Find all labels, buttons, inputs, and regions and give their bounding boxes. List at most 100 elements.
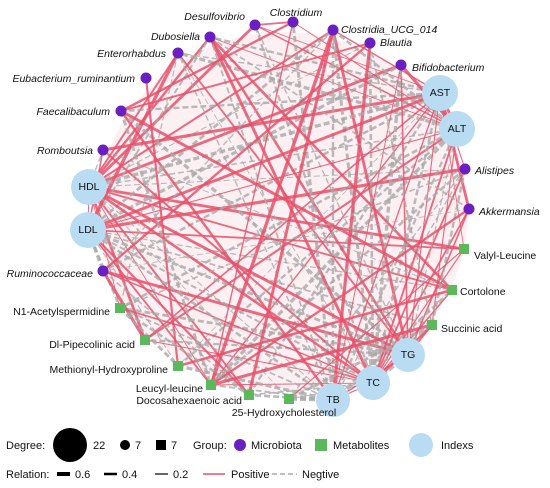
positive-edge — [102, 91, 441, 152]
negative-edge — [120, 91, 441, 113]
metabolite-label-hydroxycholesterol: 25-Hydroxycholesterol — [232, 407, 336, 419]
microbiota-label-blautia: Blautia — [380, 37, 412, 49]
negative-edge — [102, 91, 441, 273]
microbiota-label-akkermansia: Akkermansia — [478, 206, 540, 218]
negative-edge — [87, 228, 334, 402]
metabolite-label-docosahexaenoic_acid: Docosahexaenoic acid — [136, 395, 242, 407]
negative-edge — [119, 52, 179, 309]
negative-edge — [88, 91, 441, 189]
index-label-hdl: HDL — [78, 181, 99, 193]
metabolite-node-leucyl_leucine — [206, 380, 216, 390]
metabolite-node-succinic_acid — [427, 320, 437, 330]
microbiota-node-eubacterium — [140, 72, 152, 84]
positive-edge — [332, 64, 402, 401]
negative-edge — [210, 168, 466, 386]
negative-edge — [332, 168, 466, 401]
positive-edge — [332, 92, 441, 401]
legend-degree-square — [156, 440, 166, 450]
index-label-tg: TG — [401, 349, 416, 361]
metabolite-node-hydroxycholesterol — [284, 394, 294, 404]
microbiota-label-romboutsia: Romboutsia — [37, 145, 93, 157]
negative-edge — [87, 228, 409, 357]
microbiota-node-faecalibaculum — [115, 105, 127, 117]
positive-edge — [86, 52, 180, 231]
index-label-tb: TB — [326, 394, 339, 406]
positive-edge — [120, 20, 294, 113]
legend: Degree: 22 7 7 Group: Microbiota Metabol… — [6, 428, 474, 481]
index-node-tc — [356, 366, 390, 400]
legend-relation-value-2: 0.2 — [173, 469, 188, 481]
positive-edge — [254, 24, 441, 94]
legend-negative-label: Negtive — [302, 469, 339, 481]
index-node-ast — [422, 75, 458, 111]
index-node-tb — [316, 383, 350, 417]
legend-degree-value-square: 7 — [171, 440, 177, 452]
positive-edge — [292, 21, 458, 130]
negative-edge — [102, 208, 470, 272]
negative-edge — [119, 110, 213, 386]
negative-edge — [209, 127, 459, 387]
negative-edge — [288, 397, 334, 402]
legend-degree-value-circle: 7 — [135, 440, 141, 452]
negative-edge — [368, 42, 375, 384]
metabolite-label-succinic_acid: Succinic acid — [441, 323, 502, 335]
negative-edge — [369, 42, 433, 326]
legend-degree-label: Degree: — [6, 440, 45, 452]
positive-edge — [288, 248, 465, 400]
metabolite-label-methionyl_hydroxyproline: Methionyl-Hydroxyproline — [50, 364, 169, 376]
index-label-ast: AST — [430, 87, 451, 99]
microbiota-node-akkermansia — [463, 203, 475, 215]
microbiota-label-clostridia_ucg_014: Clostridia_UCG_014 — [341, 24, 437, 36]
microbiota-node-blautia — [364, 37, 376, 49]
negative-edge — [254, 24, 409, 356]
metabolite-label-valyl_leucine: Valyl-Leucine — [474, 250, 536, 262]
microbiota-label-faecalibaculum: Faecalibaculum — [36, 106, 110, 118]
positive-edge — [372, 248, 465, 384]
metabolite-node-n1_acetylspermidine — [115, 303, 125, 313]
negative-edge — [102, 29, 334, 272]
microbiota-node-ruminococcaceae — [97, 265, 109, 277]
negative-edge — [331, 29, 375, 384]
positive-edge — [332, 29, 441, 94]
microbiota-label-desulfovibrio: Desulfovibrio — [184, 11, 245, 23]
legend-indexs-label: Indexs — [441, 440, 474, 452]
metabolite-label-n1_acetylspermidine: N1-Acetylspermidine — [13, 306, 110, 318]
microbiota-label-bifidobacterium: Bifidobacterium — [412, 62, 485, 74]
negative-edge — [144, 338, 409, 357]
positive-edge — [87, 91, 441, 232]
index-node-ldl — [70, 212, 106, 248]
negative-edge — [88, 128, 458, 188]
positive-edge — [247, 29, 335, 396]
negative-edge — [331, 128, 459, 401]
legend-degree-value-large: 22 — [93, 440, 105, 452]
index-node-hdl — [71, 169, 107, 205]
legend-positive-label: Positive — [231, 469, 270, 481]
metabolite-node-cortolone — [447, 285, 457, 295]
microbiota-node-alistipes — [459, 163, 471, 175]
negative-edge — [332, 324, 433, 401]
positive-edge — [209, 29, 335, 386]
positive-edge — [177, 288, 453, 368]
legend-microbiota-marker — [234, 439, 246, 451]
positive-edge — [87, 229, 212, 386]
negative-edge — [119, 168, 466, 309]
index-label-alt: ALT — [448, 123, 467, 135]
legend-metabolites-label: Metabolites — [333, 440, 390, 452]
microbiota-node-clostridium — [287, 16, 299, 28]
microbiota-node-dubosiella — [204, 31, 216, 43]
microbiota-node-enterorhabdus — [172, 47, 184, 59]
microbiota-node-clostridia_ucg_014 — [327, 24, 339, 36]
metabolite-node-dl_pipecolinic_acid — [140, 335, 150, 345]
positive-edge — [87, 229, 250, 396]
microbiota-label-dubosiella: Dubosiella — [151, 31, 200, 43]
negative-edge — [209, 36, 334, 401]
microbiota-node-bifidobacterium — [395, 59, 407, 71]
legend-relation-value-1: 0.4 — [122, 469, 137, 481]
positive-edge — [120, 110, 334, 401]
negative-edge — [177, 52, 334, 401]
positive-edge — [210, 208, 470, 386]
negative-edge — [371, 64, 403, 384]
metabolite-label-dl_pipecolinic_acid: Dl-Pipecolinic acid — [49, 339, 135, 351]
positive-edge — [407, 92, 441, 356]
